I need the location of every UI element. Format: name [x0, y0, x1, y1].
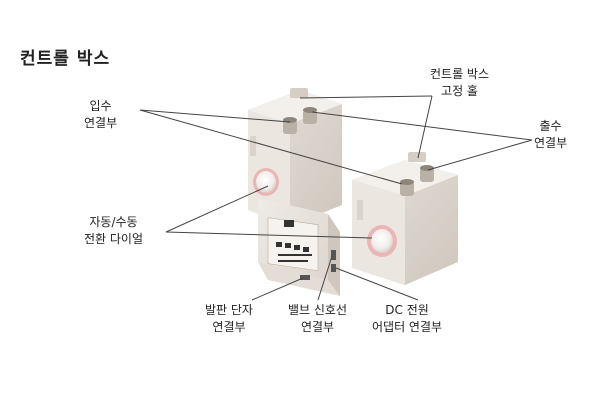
dial-back-left: [253, 168, 279, 196]
mount-tab: [408, 152, 426, 162]
label-auto-manual-dial: 자동/수동 전환 다이얼: [84, 215, 144, 246]
label-water-in: 입수 연결부: [84, 99, 118, 130]
label-dc-adapter: DC 전원 어댑터 연결부: [372, 303, 443, 334]
water-out-fitting: [303, 107, 317, 124]
auto-manual-dial: [367, 225, 397, 257]
valve-signal-port: [331, 250, 336, 260]
water-in-fitting-right: [400, 179, 414, 196]
diagram-title: 컨트롤 박스: [20, 49, 111, 69]
box-back-left: [248, 88, 342, 226]
label-water-out: 출수 연결부: [534, 119, 568, 150]
box-right: [352, 152, 458, 285]
mount-tab: [290, 88, 308, 98]
dc-power-port: [331, 264, 336, 272]
label-print: [276, 220, 312, 262]
label-box-mount-hole: 컨트롤 박스 고정 홀: [430, 67, 490, 98]
pedal-terminal-port: [300, 275, 310, 280]
label-valve-signal: 밸브 신호선 연결부: [288, 303, 348, 334]
water-out-fitting-right: [420, 165, 434, 182]
leader-lines: [139, 95, 533, 301]
label-pedal-terminal: 발판 단자 연결부: [205, 303, 253, 334]
water-in-fitting: [283, 117, 297, 134]
box-front: [258, 198, 340, 296]
